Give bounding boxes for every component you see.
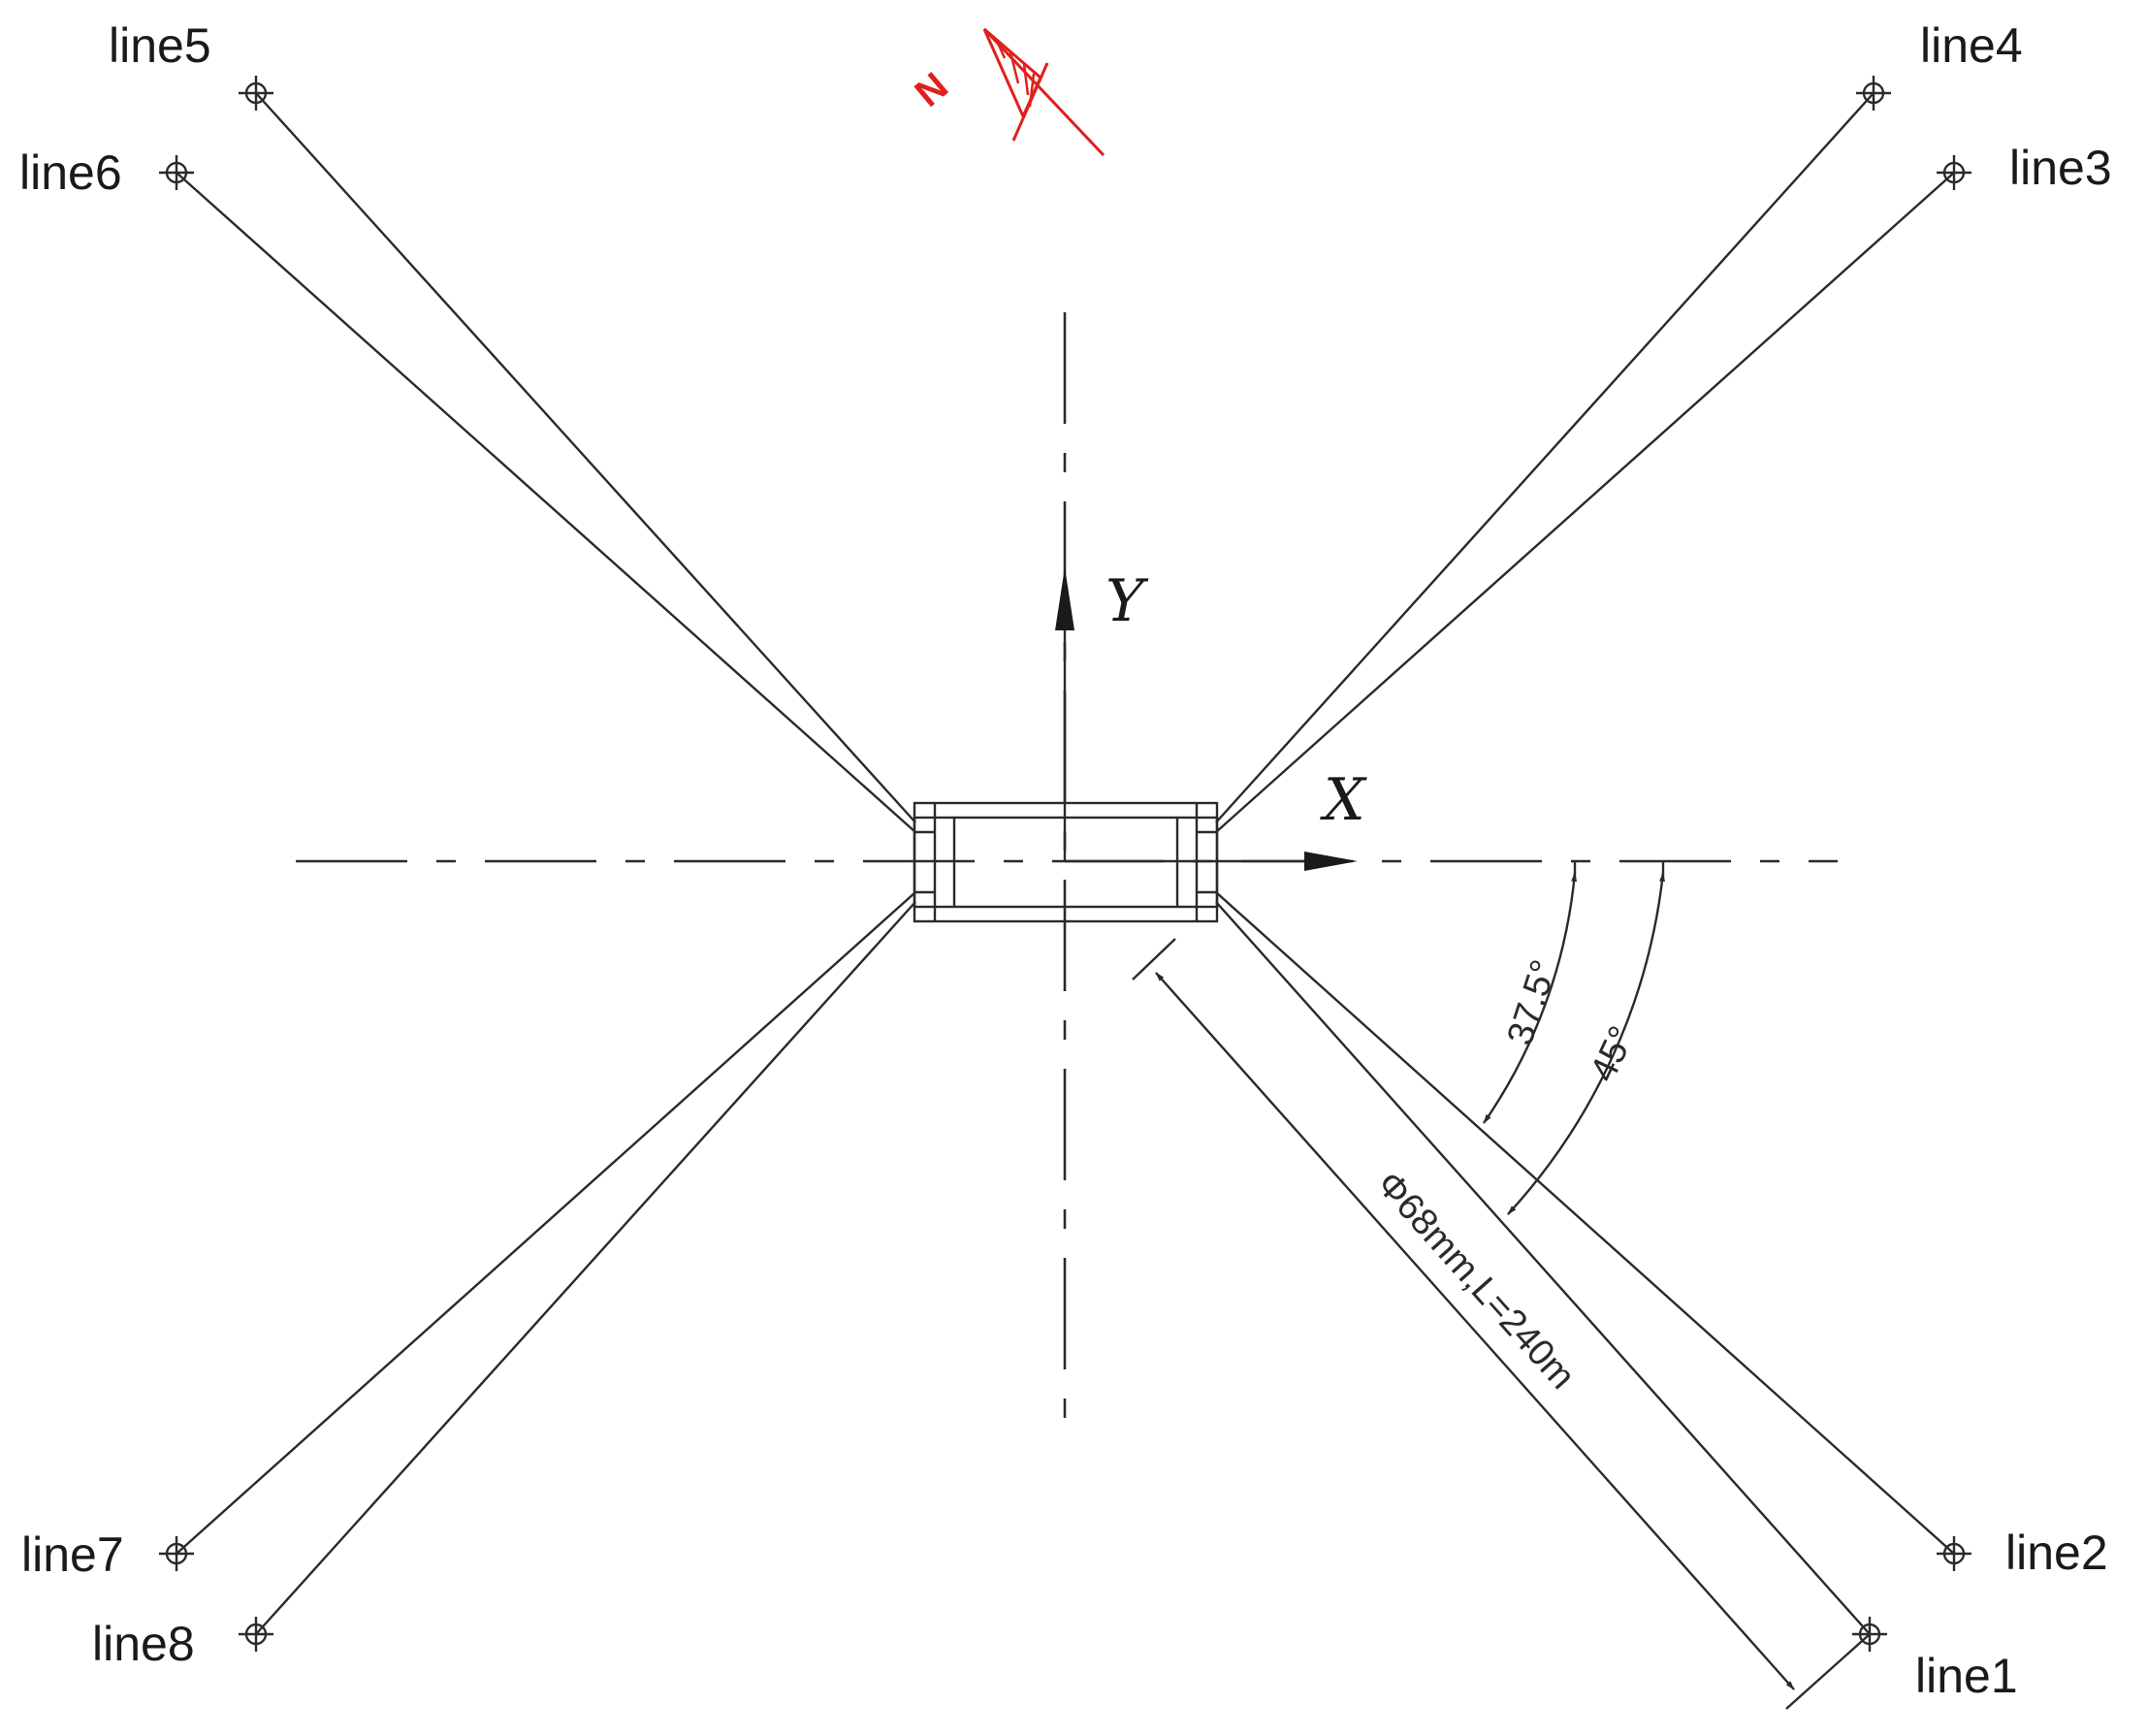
angle-label-inner: 37.5° — [1500, 955, 1565, 1050]
anchor-marker-5 — [239, 76, 273, 111]
x-axis-label: X — [1320, 766, 1367, 834]
anchor-label-3: line3 — [2009, 141, 2112, 195]
anchor-line-5 — [255, 92, 916, 823]
anchor-line-6 — [176, 172, 916, 833]
anchor-marker-4 — [1856, 76, 1891, 111]
y-axis-label: Y — [1106, 567, 1149, 635]
anchor-marker-2 — [1937, 1536, 1971, 1571]
x-axis-arrowhead — [1304, 852, 1358, 871]
anchor-marker-8 — [239, 1617, 273, 1652]
anchor-line-7 — [176, 891, 916, 1555]
north-arrow-head-icon — [982, 27, 1042, 120]
length-dimension-line — [1155, 972, 1795, 1690]
anchor-line-8 — [255, 901, 916, 1635]
y-axis-arrowhead — [1055, 567, 1074, 630]
north-arrow-slash — [1011, 62, 1049, 142]
length-dimension-label: Φ68mm,L=240m — [1368, 1164, 1583, 1398]
length-extension-end — [1785, 1633, 1871, 1710]
anchor-label-4: line4 — [1920, 18, 2023, 73]
anchor-marker-3 — [1937, 155, 1971, 190]
anchor-line-4 — [1215, 92, 1875, 823]
anchor-marker-7 — [159, 1536, 194, 1571]
anchor-marker-6 — [159, 155, 194, 190]
anchor-label-2: line2 — [2005, 1526, 2108, 1580]
north-arrow-line — [982, 27, 1106, 157]
anchor-label-1: line1 — [1915, 1649, 2018, 1703]
anchor-label-6: line6 — [19, 145, 122, 200]
anchor-label-7: line7 — [21, 1527, 124, 1582]
length-extension-start — [1132, 938, 1176, 981]
north-arrow-hatch — [995, 40, 1036, 108]
north-label: N — [908, 65, 956, 115]
anchor-label-5: line5 — [109, 18, 211, 73]
angle-label-outer: 45° — [1583, 1020, 1643, 1088]
anchor-label-8: line8 — [92, 1617, 195, 1671]
north-arrow: N — [908, 27, 1106, 157]
anchor-line-3 — [1215, 172, 1955, 833]
platform-body — [913, 801, 1219, 923]
